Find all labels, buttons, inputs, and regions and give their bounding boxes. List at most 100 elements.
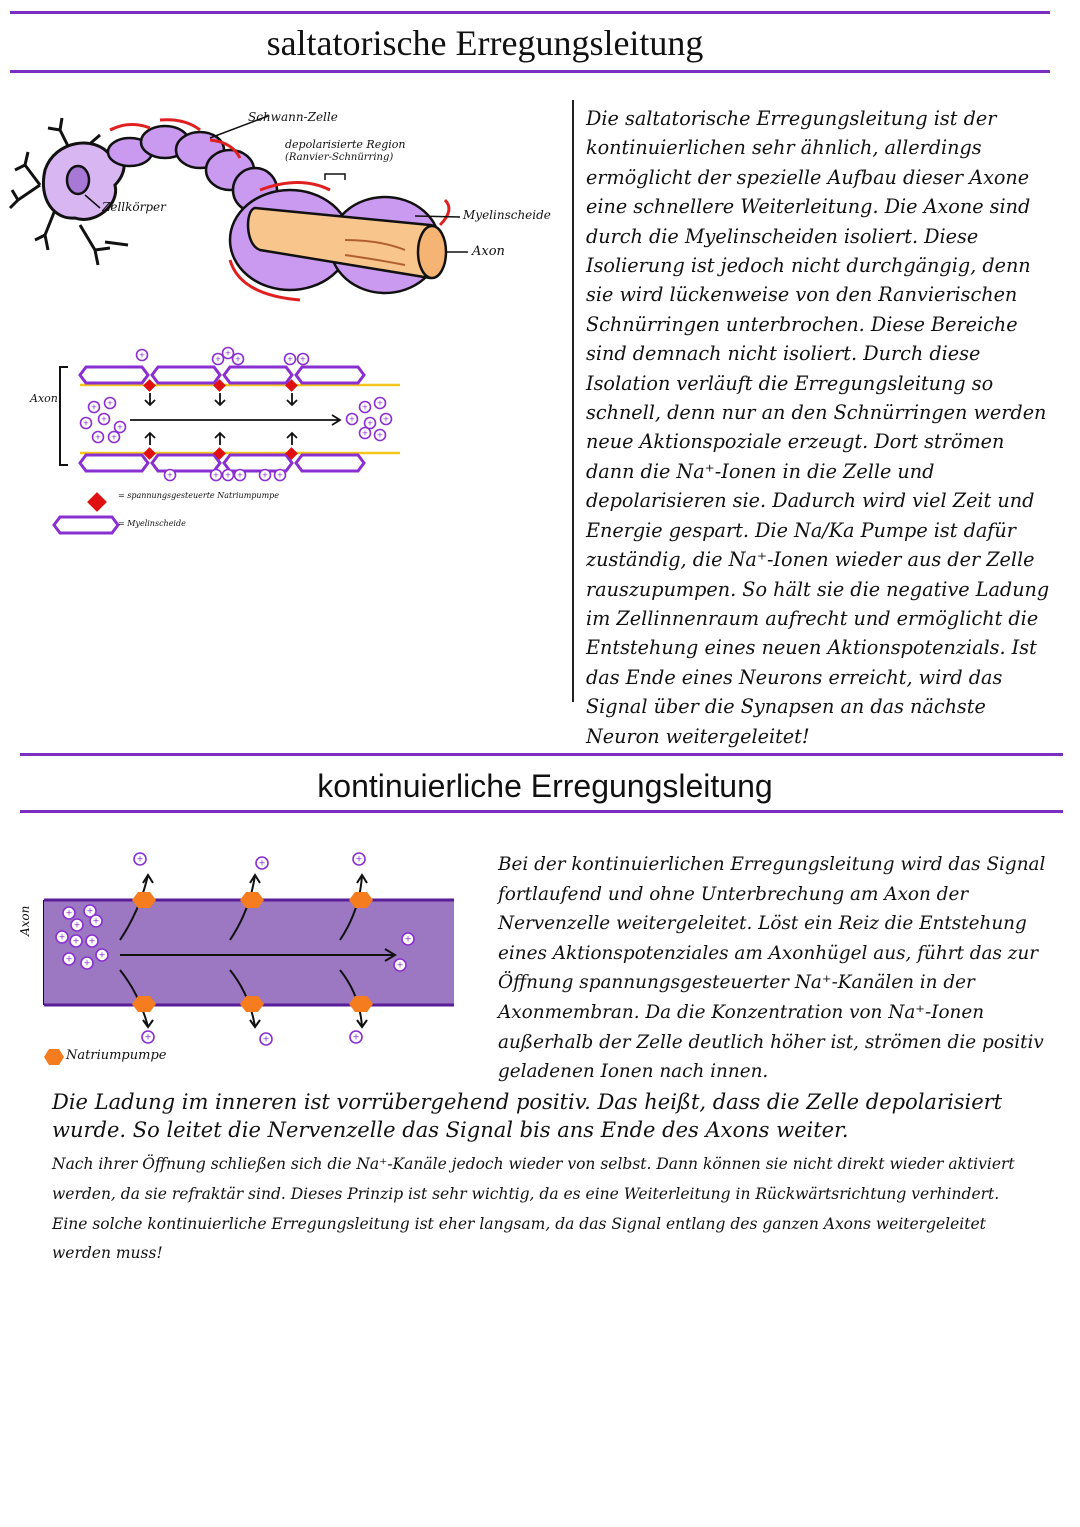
ion-marker: + xyxy=(221,346,235,360)
ion-marker: + xyxy=(352,852,366,866)
svg-text:+: + xyxy=(396,960,403,970)
svg-text:+: + xyxy=(117,422,123,431)
ion-marker: + xyxy=(233,468,247,482)
title-underline-continuous xyxy=(20,810,1063,813)
title-underline-saltatory xyxy=(10,70,1050,73)
ion-marker: + xyxy=(209,468,223,482)
svg-text:+: + xyxy=(277,470,283,479)
ion-marker: + xyxy=(258,468,272,482)
svg-text:+: + xyxy=(215,354,221,363)
ion-marker: + xyxy=(97,412,111,426)
ion-marker: + xyxy=(259,1032,273,1046)
svg-text:+: + xyxy=(107,398,113,407)
svg-text:+: + xyxy=(86,906,93,916)
ion-marker: + xyxy=(373,396,387,410)
label-axon-2: Axon xyxy=(30,392,58,405)
ion-marker: + xyxy=(62,952,76,966)
svg-text:+: + xyxy=(65,954,72,964)
ion-marker: + xyxy=(296,352,310,366)
svg-text:+: + xyxy=(235,354,241,363)
section-rule-continuous xyxy=(20,753,1063,756)
ion-marker: + xyxy=(135,348,149,362)
ion-marker: + xyxy=(85,934,99,948)
label-region-1: depolarisierte Region xyxy=(285,138,406,151)
svg-text:+: + xyxy=(72,936,79,946)
ion-marker: + xyxy=(83,904,97,918)
ion-marker: + xyxy=(80,956,94,970)
continuous-text-3: Nach ihrer Öffnung schließen sich die Na… xyxy=(52,1155,1015,1263)
label-axon-1: Axon xyxy=(472,244,505,259)
svg-text:+: + xyxy=(92,916,99,926)
svg-text:+: + xyxy=(349,414,355,423)
svg-text:+: + xyxy=(88,936,95,946)
ion-marker: + xyxy=(133,852,147,866)
svg-text:+: + xyxy=(262,1034,269,1044)
svg-text:+: + xyxy=(300,354,306,363)
continuous-text: Bei der kontinuierlichen Erregungsleitun… xyxy=(498,854,1046,1083)
ion-marker: + xyxy=(91,430,105,444)
nucleus xyxy=(65,164,91,196)
ion-marker: + xyxy=(211,352,225,366)
ion-marker: + xyxy=(62,906,76,920)
label-region-2: (Ranvier-Schnürring) xyxy=(285,152,394,163)
svg-text:+: + xyxy=(367,418,373,427)
neuron-diagram xyxy=(8,115,468,302)
ion-marker: + xyxy=(231,352,245,366)
svg-text:+: + xyxy=(95,432,101,441)
ion-marker: + xyxy=(89,914,103,928)
label-schwann: Schwann-Zelle xyxy=(248,110,338,124)
svg-text:+: + xyxy=(225,348,231,357)
svg-text:+: + xyxy=(91,402,97,411)
svg-text:+: + xyxy=(383,414,389,423)
svg-text:+: + xyxy=(404,934,411,944)
saltatory-text: Die saltatorische Erregungsleitung ist d… xyxy=(586,107,1050,748)
svg-text:+: + xyxy=(167,470,173,479)
ion-marker: + xyxy=(79,416,93,430)
ions-continuous: ++++++++++++++++++ xyxy=(55,852,415,1046)
ion-marker: + xyxy=(283,352,297,366)
ion-marker: + xyxy=(95,948,109,962)
saltatory-schematic xyxy=(52,365,400,535)
label-soma: Zellkörper xyxy=(102,200,166,214)
svg-text:+: + xyxy=(83,958,90,968)
svg-text:+: + xyxy=(287,354,293,363)
legend-myelin: = Myelinscheide xyxy=(118,519,186,528)
ion-marker: + xyxy=(55,930,69,944)
svg-text:+: + xyxy=(225,470,231,479)
svg-text:+: + xyxy=(213,470,219,479)
ion-marker: + xyxy=(345,412,359,426)
svg-text:+: + xyxy=(65,908,72,918)
svg-text:+: + xyxy=(139,350,145,359)
ion-marker: + xyxy=(358,400,372,414)
ion-marker: + xyxy=(163,468,177,482)
ion-marker: + xyxy=(273,468,287,482)
svg-text:+: + xyxy=(258,858,265,868)
section-title-continuous: kontinuierliche Erregungsleitung xyxy=(317,768,773,804)
ion-marker: + xyxy=(401,932,415,946)
top-rule xyxy=(10,11,1050,14)
svg-text:+: + xyxy=(355,854,362,864)
ion-marker: + xyxy=(103,396,117,410)
ion-marker: + xyxy=(255,856,269,870)
ion-marker: + xyxy=(349,1030,363,1044)
ion-marker: + xyxy=(393,958,407,972)
svg-text:+: + xyxy=(144,1032,151,1042)
ion-marker: + xyxy=(363,416,377,430)
ion-marker: + xyxy=(141,1030,155,1044)
svg-text:+: + xyxy=(362,428,368,437)
svg-text:+: + xyxy=(262,470,268,479)
svg-text:+: + xyxy=(136,854,143,864)
ion-marker: + xyxy=(221,468,235,482)
continuous-text-2: Die Ladung im inneren ist vorrübergehend… xyxy=(52,1090,1003,1142)
svg-text:+: + xyxy=(58,932,65,942)
column-divider xyxy=(572,100,574,702)
svg-text:+: + xyxy=(237,470,243,479)
ion-marker: + xyxy=(87,400,101,414)
label-myelin: Myelinscheide xyxy=(463,208,551,222)
ion-marker: + xyxy=(379,412,393,426)
section-title-saltatory: saltatorische Erregungsleitung xyxy=(266,23,704,63)
svg-text:+: + xyxy=(362,402,368,411)
continuous-diagram xyxy=(43,873,454,1065)
cell-body xyxy=(8,117,129,266)
svg-text:+: + xyxy=(111,432,117,441)
